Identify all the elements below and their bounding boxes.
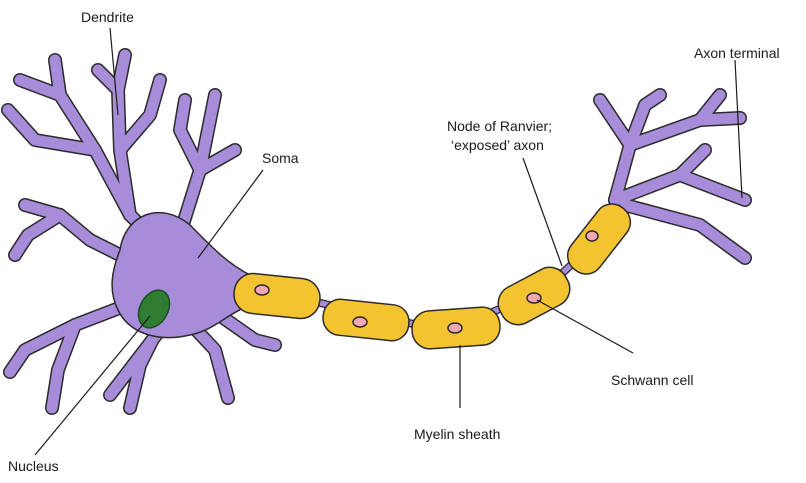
label-node-of-ranvier-line2: ‘exposed’ axon bbox=[451, 137, 544, 154]
label-dendrite: Dendrite bbox=[81, 9, 134, 26]
leader-schwann bbox=[537, 300, 633, 353]
label-axon-terminal: Axon terminal bbox=[694, 45, 780, 62]
soma-core bbox=[120, 245, 230, 325]
label-soma: Soma bbox=[262, 150, 299, 167]
myelin-segments bbox=[232, 197, 637, 350]
myelin-segment bbox=[321, 298, 410, 343]
label-node-of-ranvier-line1: Node of Ranvier; bbox=[447, 118, 552, 135]
leader-soma bbox=[198, 170, 263, 258]
label-myelin-sheath: Myelin sheath bbox=[414, 426, 500, 443]
leader-node bbox=[523, 158, 562, 266]
myelin-segment bbox=[561, 197, 637, 281]
leader-axon-terminal bbox=[735, 60, 742, 198]
label-schwann-cell: Schwann cell bbox=[611, 372, 694, 389]
label-nucleus: Nucleus bbox=[8, 458, 59, 475]
myelin-segment bbox=[411, 306, 501, 350]
myelin-segment bbox=[232, 272, 322, 321]
